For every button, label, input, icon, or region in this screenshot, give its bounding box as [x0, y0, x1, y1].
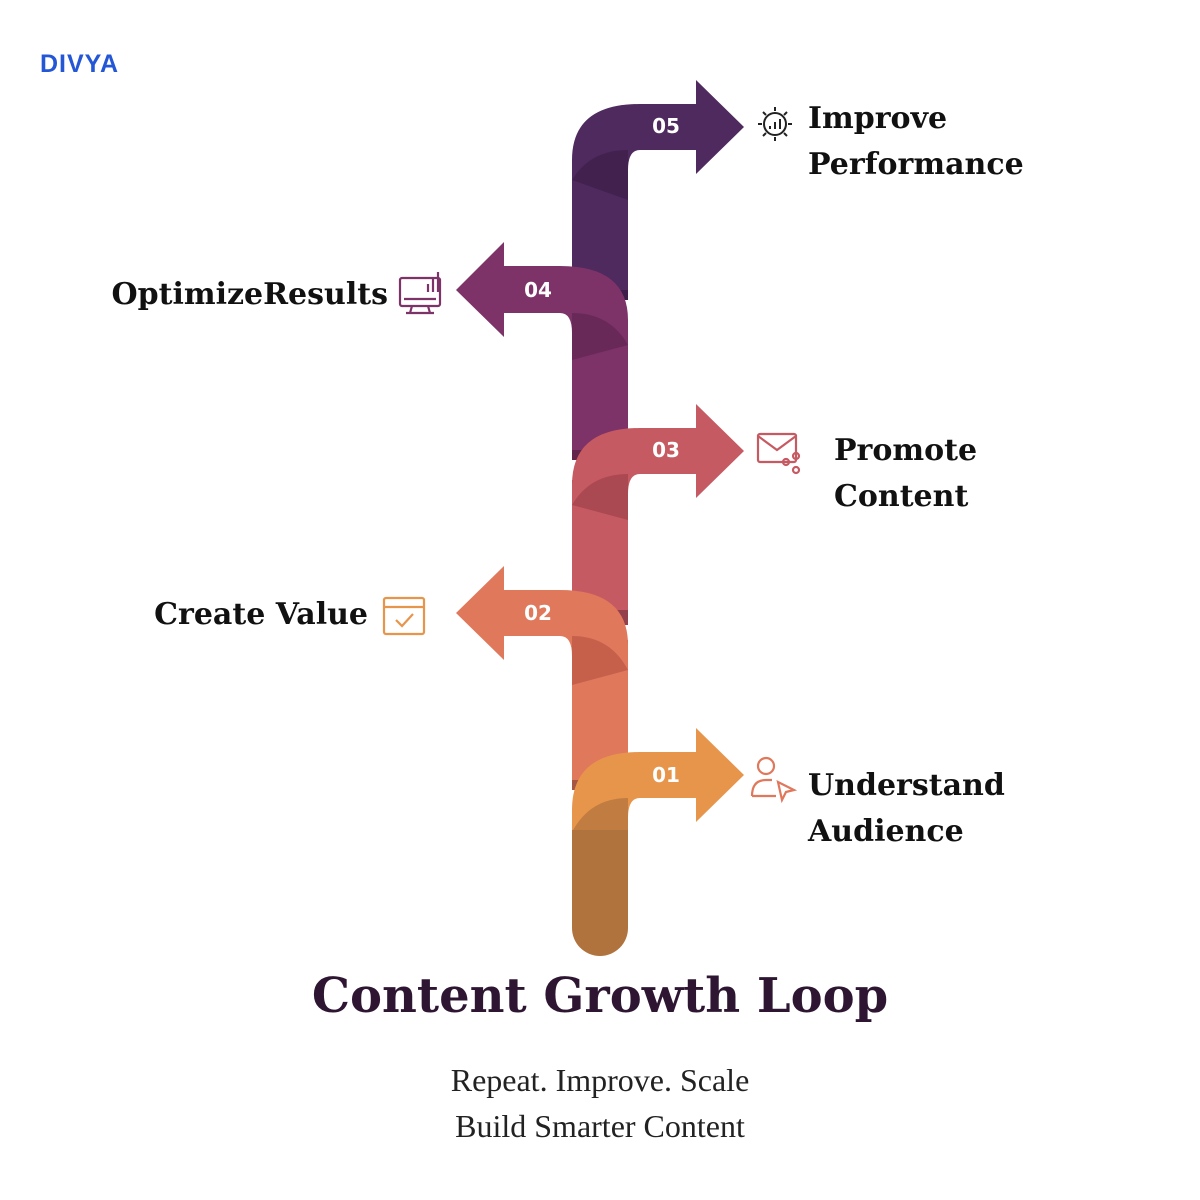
arrow-03-shade: [572, 474, 628, 520]
mail-share-icon: [756, 432, 801, 475]
step-02-number: 02: [524, 601, 552, 625]
arrow-04: [456, 242, 628, 450]
step-04-number: 04: [524, 278, 552, 302]
monitor-chart-icon: [398, 272, 442, 315]
step-05-label: Improve Performance: [808, 101, 1024, 182]
arrow-03: [572, 404, 744, 610]
calendar-check-icon: [382, 596, 426, 636]
step-02-label: Create Value: [154, 597, 368, 632]
subtitle-line-2: Build Smarter Content: [455, 1108, 745, 1144]
arrow-04-shade: [572, 313, 628, 360]
step-03-number: 03: [652, 438, 680, 462]
step-05-number: 05: [652, 114, 680, 138]
brand-logo: DIVYA: [40, 50, 120, 78]
subtitle-line-1: Repeat. Improve. Scale: [450, 1062, 750, 1098]
arrow-02: [456, 566, 628, 780]
arrow-05: [572, 80, 744, 290]
step-03-label: Promote Content: [834, 433, 978, 514]
step-01-label: Understand Audience: [808, 768, 1005, 849]
arrow-01-shade: [572, 798, 628, 832]
arrow-05-shade: [572, 150, 628, 200]
step-01-number: 01: [652, 763, 680, 787]
page-title: Content Growth Loop: [311, 968, 889, 1024]
user-cursor-icon: [750, 756, 798, 804]
stem-base: [572, 800, 628, 956]
step-04-label: OptimizeResults: [111, 277, 389, 312]
gear-chart-icon: [758, 107, 792, 141]
arrow-02-shade: [572, 636, 628, 685]
